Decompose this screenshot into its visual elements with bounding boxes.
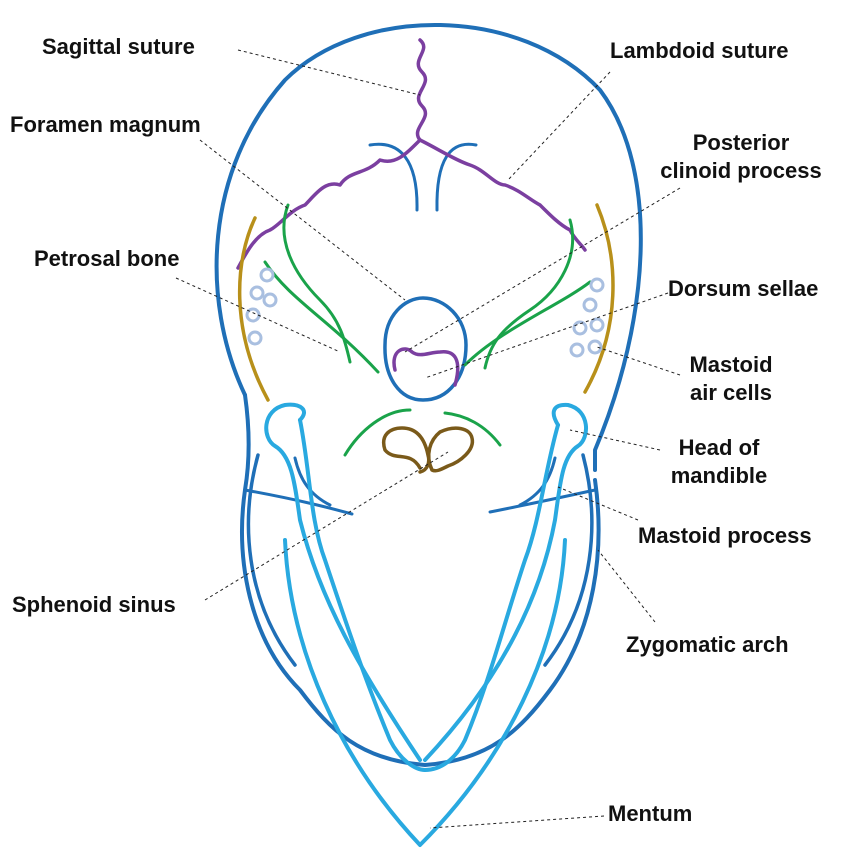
sphenoid-sinus-left: [382, 426, 431, 474]
label-lambdoid-suture: Lambdoid suture: [610, 38, 788, 63]
mandible-right-ramus: [423, 402, 589, 762]
mandible-left-ramus: [264, 402, 422, 762]
air-cell: [569, 342, 585, 358]
air-cell: [587, 339, 603, 355]
ochre-line-left: [237, 216, 270, 402]
mastoid-air-cells-right: [569, 277, 605, 358]
lower-face-outline: [240, 393, 601, 767]
mastoid-process-left: [293, 456, 332, 507]
label-posterior-clinoid-line2: clinoid process: [660, 158, 821, 183]
label-dorsum-sellae: Dorsum sellae: [668, 276, 818, 301]
lambdoid-suture-left: [236, 138, 422, 270]
occipital-arc-left: [368, 142, 419, 212]
petrosal-bone-left-upper: [282, 203, 352, 364]
mandible-inner-right: [423, 423, 560, 772]
mentum-outline: [283, 538, 567, 847]
label-mastoid-air-cells-line1: Mastoid: [689, 352, 772, 377]
label-sphenoid-sinus: Sphenoid sinus: [12, 592, 176, 617]
leader-lambdoid-suture: [507, 71, 611, 181]
air-cell: [589, 277, 605, 293]
air-cell: [259, 267, 275, 283]
label-head-of-mandible-line2: mandible: [671, 463, 768, 488]
inner-contour-right: [488, 488, 597, 514]
ochre-line-right: [583, 203, 615, 394]
cranial-vault-outline: [214, 23, 643, 472]
foramen-magnum: [383, 296, 468, 402]
sphenoid-sinus-right: [427, 426, 475, 473]
leader-sagittal-suture: [237, 49, 421, 96]
sagittal-suture: [415, 38, 428, 142]
label-foramen-magnum: Foramen magnum: [10, 112, 201, 137]
occipital-arc-right: [435, 142, 478, 212]
skull-drawing: [214, 23, 643, 847]
lambdoid-suture-right: [418, 138, 587, 252]
zygomatic-arch-right: [543, 453, 594, 667]
air-cell: [589, 317, 605, 333]
label-petrosal-bone: Petrosal bone: [34, 246, 179, 271]
air-cell: [572, 320, 588, 336]
petrosal-bone-right-lower: [463, 280, 592, 367]
air-cell: [249, 285, 265, 301]
posterior-clinoid-process: [392, 347, 460, 387]
leader-mastoid-air-cells: [596, 346, 681, 376]
label-mastoid-process: Mastoid process: [638, 523, 812, 548]
labels: Sagittal suture Lambdoid suture Foramen …: [10, 34, 822, 826]
label-head-of-mandible-line1: Head of: [679, 435, 760, 460]
label-mastoid-air-cells-line2: air cells: [690, 380, 772, 405]
sphenoid-wing-right: [443, 411, 502, 447]
label-sagittal-suture: Sagittal suture: [42, 34, 195, 59]
air-cell: [247, 330, 263, 346]
petrosal-bone-left-lower: [263, 260, 380, 374]
mastoid-air-cells-left: [245, 267, 278, 346]
air-cell: [582, 297, 598, 313]
label-zygomatic-arch: Zygomatic arch: [626, 632, 789, 657]
leader-dorsum-sellae: [424, 292, 669, 379]
leader-mentum: [429, 815, 605, 829]
sphenoid-wing-left: [343, 408, 412, 457]
mandible-inner-left: [298, 418, 427, 772]
leader-lines: [175, 49, 681, 829]
leader-foramen-magnum: [199, 139, 406, 301]
petrosal-bone-right-upper: [483, 218, 575, 370]
label-mentum: Mentum: [608, 801, 692, 826]
zygomatic-arch-left: [246, 453, 297, 667]
leader-posterior-clinoid: [404, 187, 681, 353]
leader-mastoid-process: [557, 486, 639, 521]
leader-zygomatic-arch: [597, 549, 656, 623]
air-cell: [262, 292, 278, 308]
label-posterior-clinoid-line1: Posterior: [693, 130, 790, 155]
